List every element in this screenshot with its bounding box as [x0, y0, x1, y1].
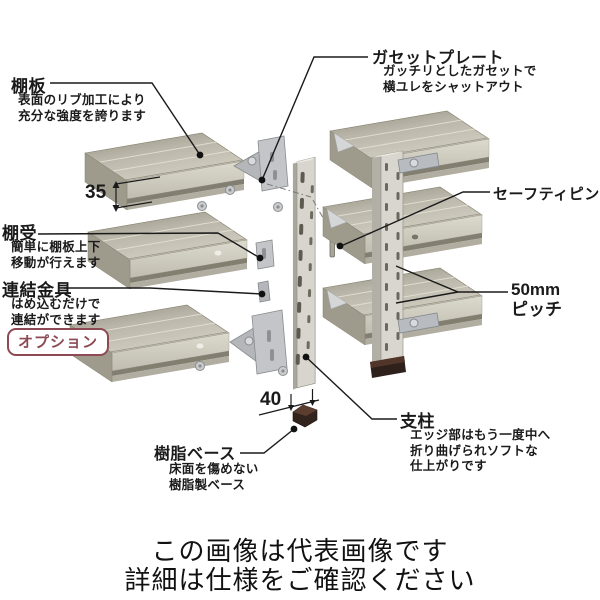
pitch-value: 50mm: [511, 280, 561, 299]
support-column-part: [292, 156, 316, 390]
shelf-board-desc: 表面のリブ加工により 充分な強度を誇ります: [18, 93, 146, 124]
dimension-40-value: 40: [260, 389, 282, 410]
shelf-hole: [214, 250, 222, 256]
gusset-plate-desc: ガッチリとしたガセットで 横ユレをシャットアウト: [383, 64, 537, 95]
gusset-bracket-part: [229, 309, 288, 375]
support-post-desc-line1: エッジ部はもう一度中へ: [410, 428, 551, 442]
resin-base-desc: 床面を傷めない 樹脂製ベース: [169, 462, 259, 493]
support-post-desc: エッジ部はもう一度中へ 折り曲げられソフトな 仕上がりです: [410, 428, 550, 475]
support-post-label: 支柱: [400, 412, 435, 431]
exploded-shelf-middle: [87, 211, 248, 290]
gusset-plate-label: ガセットプレート: [372, 50, 505, 67]
gusset-plate-desc-line2: 横ユレをシャットアウト: [383, 79, 524, 94]
option-badge: オプション: [7, 328, 110, 356]
callout-lines: [37, 56, 508, 454]
resin-base-part: [292, 404, 318, 428]
dimension-40: [258, 389, 320, 416]
assembled-gusset-bottom: [397, 312, 440, 334]
shelf-board-label: 棚板: [11, 77, 46, 96]
callout-dots: [196, 151, 344, 433]
dimension-35-value: 35: [85, 182, 107, 203]
support-post-desc-line2: 折り曲げられソフトな: [410, 443, 539, 458]
connector-label: 連結金具: [2, 281, 72, 300]
exploded-shelf-top: [84, 132, 245, 211]
shelf-support-desc: 簡単に棚板上下 移動が行えます: [11, 240, 101, 271]
gusset-plate-desc-line1: ガッチリとしたガセットで: [383, 64, 537, 78]
safety-pin-label: セーフティピン: [493, 186, 600, 203]
support-post-desc-line3: 仕上がりです: [410, 459, 487, 473]
connector-desc-line1: はめ込むだけで: [11, 297, 101, 311]
connector-desc: はめ込むだけで 連結ができます: [11, 297, 101, 328]
note-line2: 詳細は仕様をご確認ください: [124, 565, 476, 595]
resin-base-desc-line1: 床面を傷めない: [169, 462, 259, 476]
shelf-support-part: [255, 239, 275, 270]
connector-desc-line2: 連結ができます: [11, 312, 101, 327]
assembled-rack: [322, 110, 490, 378]
resin-base-foot: [370, 356, 406, 378]
resin-base-label: 樹脂ベース: [154, 446, 236, 463]
dimension-35: [112, 176, 161, 212]
assembled-post: [372, 150, 404, 370]
shelf-board-desc-line1: 表面のリブ加工により: [18, 93, 146, 107]
shelf-board-desc-line2: 充分な強度を誇ります: [18, 108, 147, 123]
shelf-hole: [196, 343, 204, 349]
resin-base-desc-line2: 樹脂製ベース: [169, 477, 246, 492]
assembled-gusset-top: [397, 152, 440, 174]
pitch-unit: ピッチ: [511, 300, 562, 319]
representative-image-note: この画像は代表画像です 詳細は仕様をご確認ください: [0, 537, 600, 595]
note-line1: この画像は代表画像です: [151, 536, 449, 566]
pitch-label: 50mm ピッチ: [511, 280, 562, 320]
shelf-support-desc-line2: 移動が行えます: [11, 255, 101, 270]
gusset-plate-part: [233, 135, 289, 192]
shelf-support-label: 棚受: [2, 224, 37, 243]
shelf-support-desc-line1: 簡単に棚板上下: [11, 240, 101, 254]
